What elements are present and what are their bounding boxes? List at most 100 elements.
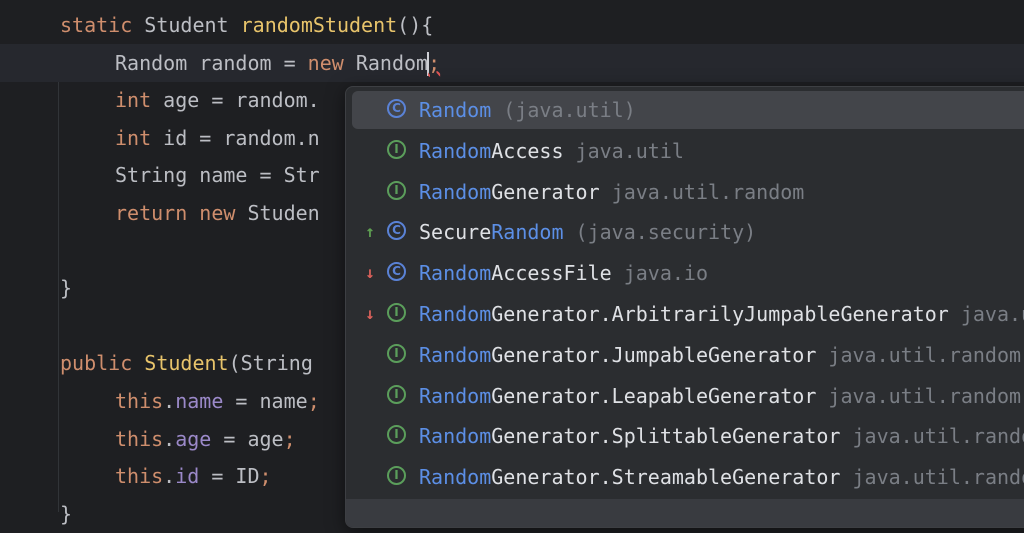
package-name: java.util.random <box>599 179 805 204</box>
text-caret <box>427 52 430 77</box>
code-token: ; <box>259 464 272 489</box>
completion-item[interactable]: ↓ I RandomGenerator.ArbitrarilyJumpableGen… <box>352 295 1024 333</box>
code-token: Random random = <box>115 50 308 75</box>
code-token: static <box>60 13 145 37</box>
interface-icon: I <box>387 466 406 486</box>
matched-text: Random <box>419 342 492 367</box>
code-token: } <box>60 276 73 301</box>
code-token: age <box>175 426 212 451</box>
completion-popup-footer <box>346 499 1024 527</box>
code-token: int <box>115 88 164 113</box>
code-token: randomStudent <box>240 13 398 37</box>
completion-label: RandomGenerator.SplittableGenerator java… <box>419 417 1024 455</box>
matched-text: Random <box>419 98 492 122</box>
code-token: id = random.n <box>163 125 320 150</box>
completion-item[interactable]: I RandomGenerator.StreamableGenerator jav… <box>352 458 1024 496</box>
completion-label: SecureRandom (java.security) <box>419 213 756 251</box>
completion-label: RandomGenerator java.util.random <box>419 173 804 211</box>
code-token: = ID <box>199 464 260 489</box>
matched-text: Random <box>419 179 492 204</box>
package-name: java.util.random <box>816 383 1022 408</box>
package-name: java.util.random <box>852 465 1024 490</box>
interface-icon: I <box>387 303 406 322</box>
class-icon: C <box>387 221 406 241</box>
code-token: this <box>115 426 164 451</box>
package-name: java.util.random <box>816 342 1022 367</box>
label-text: Generator.JumpableGenerator <box>491 342 817 367</box>
class-icon: C <box>387 99 406 118</box>
completion-label: RandomGenerator.ArbitrarilyJumpableGener… <box>419 295 1024 333</box>
completion-label: RandomAccess java.util <box>419 132 684 170</box>
label-text: Generator.StreamableGenerator <box>491 465 841 490</box>
completion-label: RandomAccessFile java.io <box>419 254 708 292</box>
package-name: (java.security) <box>563 220 757 245</box>
matched-text: Random <box>491 220 564 245</box>
matched-text: Random <box>419 424 492 449</box>
code-token: (){ <box>397 13 434 37</box>
code-token: = name <box>223 389 308 413</box>
completion-item[interactable]: I RandomAccess java.util <box>352 132 1024 170</box>
completion-item[interactable]: I RandomGenerator java.util.random <box>352 173 1024 211</box>
label-text: Access <box>491 138 564 163</box>
matched-text: Random <box>419 383 492 408</box>
interface-icon: I <box>387 343 406 363</box>
code-token: int <box>115 125 164 150</box>
matched-text: Random <box>419 261 492 286</box>
matched-text: Random <box>419 302 492 326</box>
current-code-line[interactable]: Random random = new Random; <box>0 43 1024 82</box>
code-token: (String <box>228 351 313 376</box>
code-token: id <box>175 464 200 489</box>
label-text: Secure <box>419 220 492 245</box>
code-token: new <box>199 201 248 225</box>
interface-icon: I <box>387 180 406 200</box>
error-semicolon: ; <box>428 50 441 75</box>
code-token: . <box>163 389 176 413</box>
arrow-down-icon: ↓ <box>365 304 375 323</box>
code-token: String name = Str <box>115 163 320 188</box>
indent-guide <box>58 44 59 512</box>
code-token: . <box>163 426 176 451</box>
code-token: age = random. <box>163 88 320 113</box>
code-token: Student <box>144 351 229 376</box>
code-token: } <box>60 501 73 526</box>
completion-item[interactable]: ↓ C RandomAccessFile java.io <box>352 254 1024 292</box>
package-name: java.io <box>611 261 708 286</box>
completion-label: Random (java.util) <box>419 91 636 129</box>
package-name: java.util <box>563 138 684 163</box>
code-token: Student <box>144 13 241 37</box>
code-token: ; <box>307 389 320 413</box>
interface-icon: I <box>387 139 406 159</box>
code-token: return <box>115 201 200 225</box>
arrow-down-icon: ↓ <box>365 263 375 283</box>
label-text: Generator.ArbitrarilyJumpableGenerator <box>491 302 949 326</box>
code-token: ; <box>283 426 296 451</box>
package-name: java.util.random <box>852 424 1024 449</box>
completion-item[interactable]: C Random (java.util) <box>352 91 1024 129</box>
code-token: Studen <box>247 201 320 225</box>
completion-label: RandomGenerator.StreamableGenerator java… <box>419 458 1024 496</box>
class-icon: C <box>387 262 406 282</box>
interface-icon: I <box>387 425 406 445</box>
matched-text: Random <box>419 465 492 490</box>
label-text: AccessFile <box>491 261 612 286</box>
completion-item[interactable]: I RandomGenerator.LeapableGenerator java.… <box>352 377 1024 415</box>
package-name: java.util.random <box>960 302 1024 326</box>
completion-label: RandomGenerator.LeapableGenerator java.u… <box>419 377 1021 415</box>
completion-item[interactable]: ↑ C SecureRandom (java.security) <box>352 213 1024 251</box>
label-text: Generator <box>491 179 600 204</box>
completion-label: RandomGenerator.JumpableGenerator java.u… <box>419 336 1021 374</box>
interface-icon: I <box>387 384 406 404</box>
label-text: Generator.LeapableGenerator <box>491 383 817 408</box>
label-text: Generator.SplittableGenerator <box>491 424 841 449</box>
completion-item[interactable]: I RandomGenerator.SplittableGenerator jav… <box>352 417 1024 455</box>
code-token: new <box>307 50 356 75</box>
matched-text: Random <box>419 138 492 163</box>
code-token: name <box>175 389 224 413</box>
code-token: = age <box>211 426 284 451</box>
code-token: this <box>115 464 164 489</box>
arrow-up-icon: ↑ <box>365 222 375 242</box>
code-token: . <box>163 464 176 489</box>
completion-item[interactable]: I RandomGenerator.JumpableGenerator java.… <box>352 336 1024 374</box>
package-name: (java.util) <box>491 98 636 122</box>
